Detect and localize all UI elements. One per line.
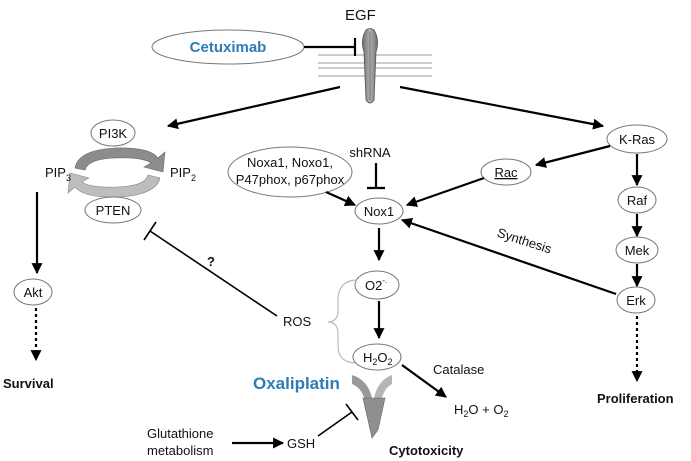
ros-label: ROS [283,314,312,329]
arrow-egfr-to-pi3k [166,85,341,130]
erk-node [616,286,656,314]
oxaliplatin-label: Oxaliplatin [253,374,340,393]
gsh-label: GSH [287,436,315,451]
gsh-inhibition-bar [345,403,359,421]
egf-receptor-icon [362,28,378,104]
nox-activators-line1: Noxa1, Noxo1, [247,155,333,170]
catalase-label: Catalase [433,362,484,377]
akt-node [13,278,53,306]
nox1-label: Nox1 [364,204,394,219]
superoxide-node [354,270,400,300]
nox-activators-line2: P47phox, p67phox [236,172,345,187]
pten-node [84,196,142,224]
pten-label: PTEN [96,203,131,218]
nox-activators-node [227,146,353,198]
glutathione-line2: metabolism [147,443,213,458]
synthesis-label: Synthesis [495,225,554,257]
gsh-inhibition-line [317,411,353,437]
nox1-node [354,197,404,225]
kras-label: K-Ras [619,132,656,147]
water-oxygen-label: H2O + O2 [454,402,508,419]
h2o2-node [352,343,402,371]
mek-node [615,236,659,264]
pi3k-node [90,119,136,147]
raf-label: Raf [627,193,648,208]
glutathione-line1: Glutathione [147,426,214,441]
arrow-egfr-to-kras [399,85,605,130]
mek-label: Mek [625,243,650,258]
superoxide-label: O2-. [365,276,387,293]
cetuximab-label: Cetuximab [190,39,267,56]
erk-label: Erk [626,293,646,308]
pip3-label: PIP3 [45,165,71,183]
arrow-kras-to-rac [534,144,611,168]
akt-label: Akt [24,285,43,300]
rac-node [480,158,532,186]
ros-inhibits-pten-bar [143,221,157,241]
h2o2-label: H2O2 [363,350,393,367]
rac-label: Rac [494,165,518,180]
arrow-erk-synthesis-nox1 [400,218,617,296]
ros-inhibits-pten-line [149,230,278,317]
egf-label: EGF [345,7,376,24]
arrow-rac-to-nox1 [405,176,485,207]
pi3k-label: PI3K [99,126,128,141]
cytotoxicity-label: Cytotoxicity [389,443,464,458]
kras-node [606,124,668,154]
survival-label: Survival [3,376,54,391]
arrow-h2o2-to-water [401,364,447,398]
proliferation-label: Proliferation [597,391,674,406]
converging-arrow-icon [352,375,392,439]
question-label: ? [207,254,215,269]
ros-brace [327,279,356,364]
pip-cycle-arrows-icon [67,147,166,198]
pip2-label: PIP2 [170,165,196,183]
shrna-label: shRNA [349,145,391,160]
raf-node [617,186,657,214]
arrow-activators-to-nox1 [325,190,357,207]
